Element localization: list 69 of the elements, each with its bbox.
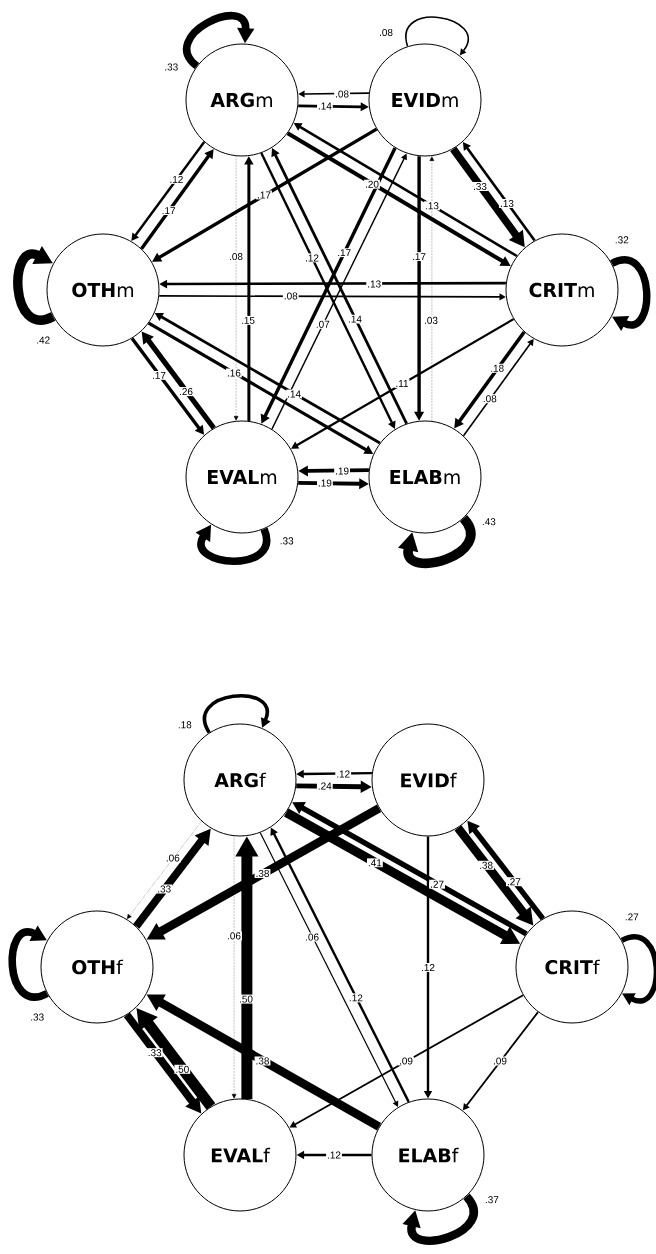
loop-arrow — [398, 515, 476, 568]
edge-label: .08 — [282, 291, 299, 301]
edge-label: .06 — [226, 931, 242, 941]
edge-label: .33 — [156, 884, 173, 894]
edge-label: .33 — [163, 62, 180, 72]
loop-arrow — [402, 1193, 478, 1245]
edge-label: .12 — [348, 993, 364, 1003]
arrow — [127, 821, 202, 919]
edge-label: .08 — [228, 252, 244, 262]
edge-label: .43 — [481, 517, 497, 527]
arrow — [152, 127, 378, 262]
edge-label: .12 — [420, 963, 436, 972]
edge-label: .08 — [334, 89, 350, 99]
edge-label: .13 — [366, 279, 383, 289]
edge-label: .09 — [492, 1056, 508, 1066]
edge-label: .08 — [481, 394, 498, 404]
edge-label: .17 — [256, 190, 272, 200]
edge-label: .37 — [484, 1195, 500, 1205]
edge-label: .11 — [394, 379, 410, 388]
edge-label: .17 — [151, 370, 167, 380]
edge-label: .19 — [317, 478, 333, 488]
edge-label: .17 — [411, 252, 427, 261]
edge-label: .16 — [226, 368, 242, 378]
arrow — [291, 318, 515, 449]
edge-label: .12 — [304, 253, 320, 263]
edge-label: .50 — [238, 994, 254, 1004]
edge-label: .17 — [336, 248, 353, 258]
edge-label: .38 — [254, 868, 271, 878]
arrow — [233, 155, 239, 421]
loop-arrow — [610, 256, 651, 332]
edge-label: .12 — [326, 1150, 342, 1160]
edge-label: .27 — [429, 879, 445, 889]
arrow — [231, 835, 237, 1099]
arrow — [462, 339, 534, 437]
edge-label: .12 — [335, 769, 352, 779]
edge-label: .19 — [334, 466, 350, 476]
edge-label: .41 — [367, 858, 383, 868]
edge-label: .14 — [347, 314, 363, 324]
edge-label: .14 — [286, 389, 302, 399]
edge-label: .13 — [424, 201, 440, 211]
edge-label: .38 — [478, 860, 494, 870]
edge-label: .12 — [168, 174, 185, 184]
edge-label: .08 — [378, 27, 394, 37]
edge-label: .20 — [364, 179, 380, 189]
arrow — [429, 156, 435, 422]
edge-label: .03 — [423, 315, 439, 325]
edge-label: .07 — [314, 319, 331, 329]
edge-label: .17 — [160, 206, 177, 215]
arrow — [140, 149, 214, 250]
loop-arrow — [183, 11, 255, 69]
edge-label: .26 — [178, 387, 194, 397]
edge-label: .18 — [489, 363, 506, 373]
loop-arrow — [8, 925, 49, 1001]
edge-label: .33 — [146, 1048, 163, 1058]
edge-label: .15 — [240, 315, 256, 325]
edge-label: .14 — [317, 101, 333, 111]
arrow — [259, 832, 399, 1107]
edge-label: .06 — [304, 932, 320, 942]
edge-label: .50 — [174, 1064, 191, 1074]
loop-arrow — [13, 245, 55, 325]
edge-label: .38 — [254, 1056, 271, 1066]
edge-label: .09 — [398, 1056, 414, 1066]
edge-label: .33 — [472, 181, 488, 191]
edge-label: .33 — [278, 536, 295, 546]
arrow — [131, 141, 206, 241]
edge-label: .24 — [316, 781, 333, 791]
edge-label: .13 — [499, 198, 515, 208]
edge-label: .27 — [506, 877, 522, 887]
edge-label: .06 — [164, 853, 181, 863]
